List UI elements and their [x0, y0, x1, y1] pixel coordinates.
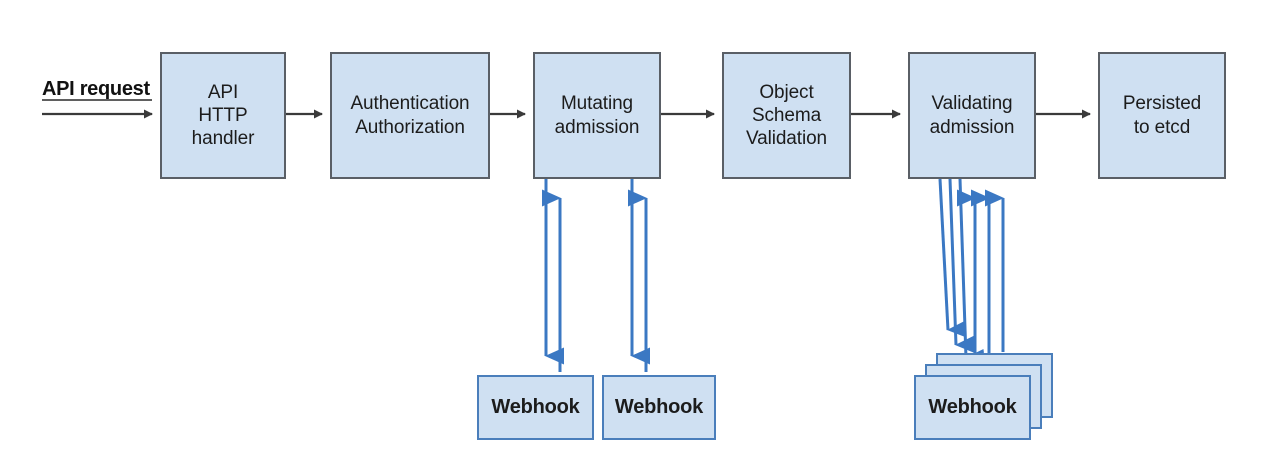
- node-webhook-mutating-2[interactable]: Webhook: [602, 375, 716, 440]
- entry-label-api-request: API request: [42, 78, 150, 100]
- node-api-http-handler[interactable]: API HTTP handler: [160, 52, 286, 179]
- node-mutating-admission[interactable]: Mutating admission: [533, 52, 661, 179]
- node-persisted-to-etcd[interactable]: Persisted to etcd: [1098, 52, 1226, 179]
- node-authentication-authorization[interactable]: Authentication Authorization: [330, 52, 490, 179]
- webhook-call-mutating-1: [542, 179, 564, 372]
- node-webhook-mutating-1[interactable]: Webhook: [477, 375, 594, 440]
- node-validating-admission[interactable]: Validating admission: [908, 52, 1036, 179]
- webhook-call-validating-1: [938, 178, 967, 338]
- webhook-call-validating-3: [958, 178, 985, 366]
- webhook-call-mutating-2: [628, 179, 650, 372]
- node-webhook-validating-front[interactable]: Webhook: [914, 375, 1031, 440]
- node-object-schema-validation[interactable]: Object Schema Validation: [722, 52, 851, 179]
- webhook-call-validating-2: [948, 178, 975, 353]
